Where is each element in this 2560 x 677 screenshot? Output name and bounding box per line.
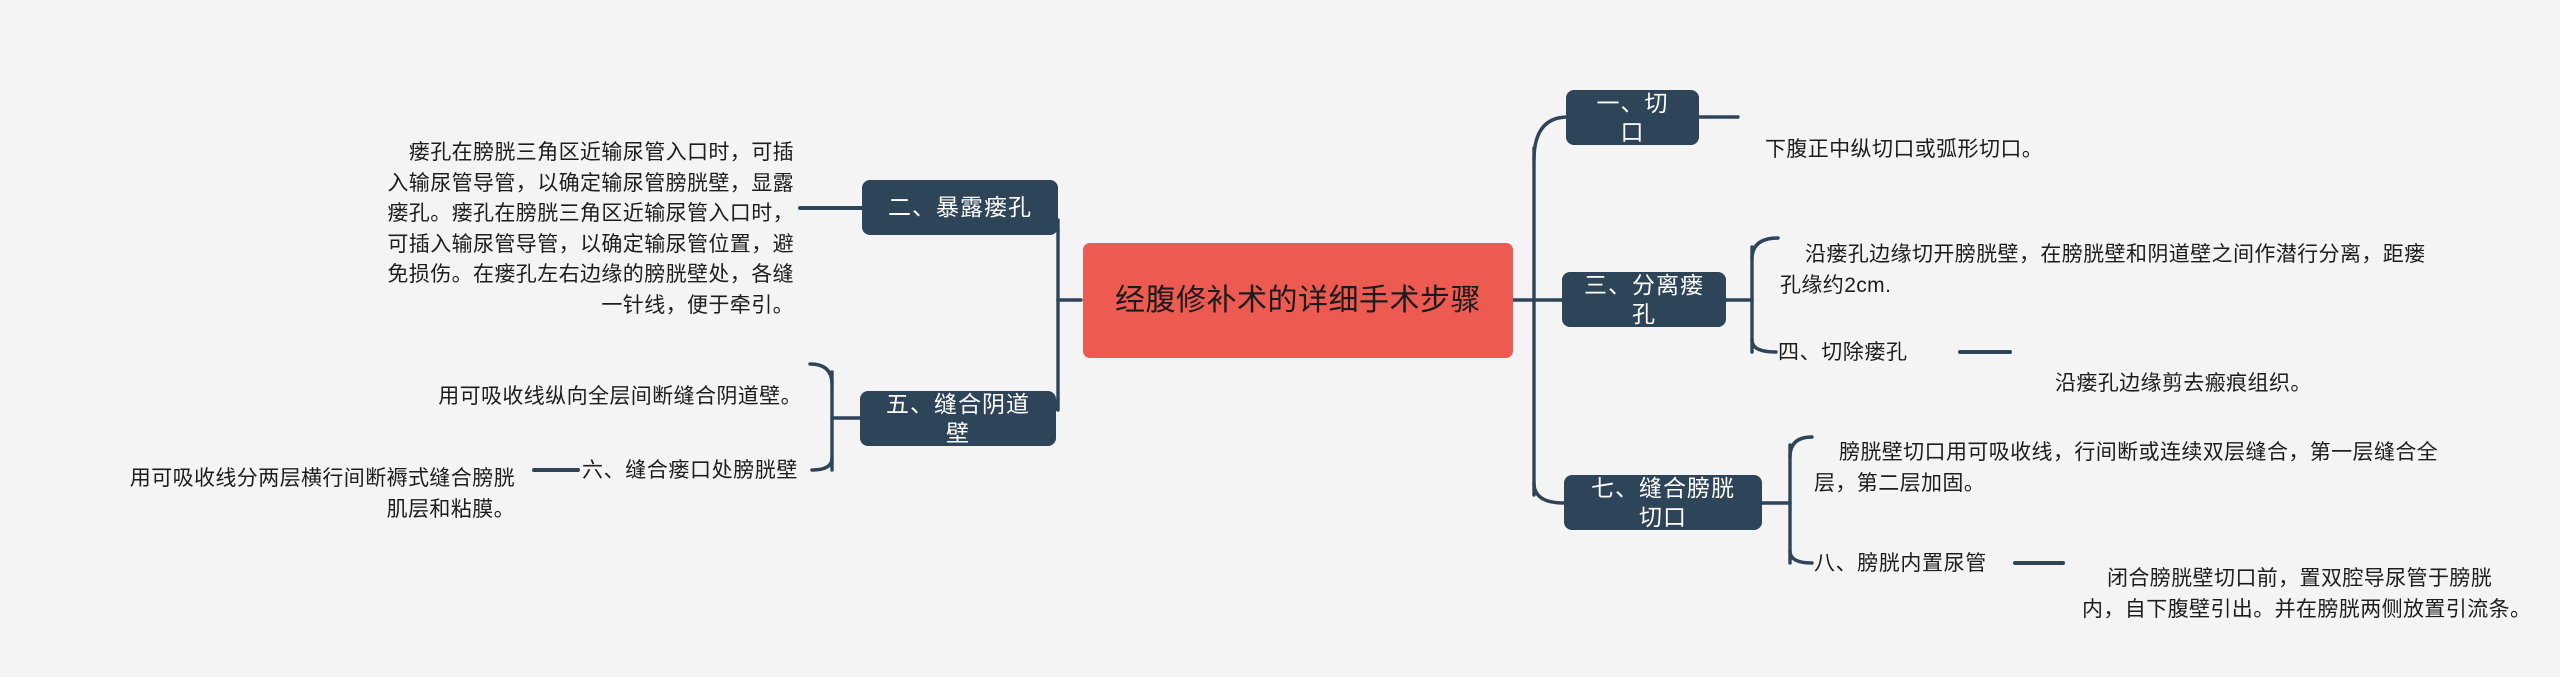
branch-node-3[interactable]: 三、分离瘘孔 <box>1562 272 1726 327</box>
branch-node-4[interactable]: 四、切除瘘孔 <box>1778 339 1908 367</box>
branch-detail-3-text: 沿瘘孔边缘切开膀胱壁，在膀胱壁和阴道壁之间作潜行分离，距瘘孔缘约2cm. <box>1780 243 2426 297</box>
branch-detail-7: 膀胱壁切口用可吸收线，行间断或连续双层缝合，第一层缝合全层，第二层加固。 <box>1814 408 2454 530</box>
branch-node-6-label: 六、缝合瘘口处膀胱壁 <box>582 459 798 482</box>
branch-node-2-label: 二、暴露瘘孔 <box>888 194 1032 221</box>
root-node[interactable]: 经腹修补术的详细手术步骤 <box>1083 243 1513 358</box>
branch-node-1-label: 一、切口 <box>1596 89 1669 145</box>
branch-detail-5: 用可吸收线纵向全层间断缝合阴道壁。 <box>380 352 802 443</box>
branch-detail-4: 沿瘘孔边缘剪去瘢痕组织。 <box>2030 339 2500 430</box>
branch-node-7[interactable]: 七、缝合膀胱切口 <box>1564 475 1762 530</box>
branch-detail-8: 闭合膀胱壁切口前，置双腔导尿管于膀胱内，自下腹壁引出。并在膀胱两侧放置引流条。 <box>2082 534 2532 656</box>
branch-node-5-label: 五、缝合阴道壁 <box>886 390 1030 446</box>
branch-node-7-label: 七、缝合膀胱切口 <box>1591 474 1735 530</box>
branch-detail-2: 瘘孔在膀胱三角区近输尿管入口时，可插入输尿管导管，以确定输尿管膀胱壁，显露瘘孔。… <box>376 108 794 352</box>
branch-node-8[interactable]: 八、膀胱内置尿管 <box>1814 550 1987 578</box>
branch-detail-8-text: 闭合膀胱壁切口前，置双腔导尿管于膀胱内，自下腹壁引出。并在膀胱两侧放置引流条。 <box>2082 567 2532 621</box>
branch-detail-4-text: 沿瘘孔边缘剪去瘢痕组织。 <box>2054 372 2312 396</box>
branch-detail-3: 沿瘘孔边缘切开膀胱壁，在膀胱壁和阴道壁之间作潜行分离，距瘘孔缘约2cm. <box>1780 210 2430 332</box>
branch-detail-1: 下腹正中纵切口或弧形切口。 <box>1740 105 2360 196</box>
branch-detail-6-text: 用可吸收线分两层横行间断褥式缝合膀胱肌层和粘膜。 <box>129 467 515 521</box>
branch-node-3-label: 三、分离瘘孔 <box>1584 271 1704 327</box>
branch-detail-5-text: 用可吸收线纵向全层间断缝合阴道壁。 <box>438 385 802 409</box>
branch-detail-1-text: 下腹正中纵切口或弧形切口。 <box>1764 138 2044 162</box>
branch-detail-7-text: 膀胱壁切口用可吸收线，行间断或连续双层缝合，第一层缝合全层，第二层加固。 <box>1814 441 2439 495</box>
branch-node-1[interactable]: 一、切口 <box>1566 90 1699 145</box>
branch-node-8-label: 八、膀胱内置尿管 <box>1814 552 1987 575</box>
branch-node-6[interactable]: 六、缝合瘘口处膀胱壁 <box>582 457 798 485</box>
branch-node-2[interactable]: 二、暴露瘘孔 <box>862 180 1058 235</box>
branch-node-4-label: 四、切除瘘孔 <box>1778 341 1908 364</box>
root-node-label: 经腹修补术的详细手术步骤 <box>1115 284 1481 317</box>
branch-node-5[interactable]: 五、缝合阴道壁 <box>860 391 1056 446</box>
branch-detail-6: 用可吸收线分两层横行间断褥式缝合膀胱肌层和粘膜。 <box>85 434 515 556</box>
branch-detail-2-text: 瘘孔在膀胱三角区近输尿管入口时，可插入输尿管导管，以确定输尿管膀胱壁，显露瘘孔。… <box>387 141 794 317</box>
